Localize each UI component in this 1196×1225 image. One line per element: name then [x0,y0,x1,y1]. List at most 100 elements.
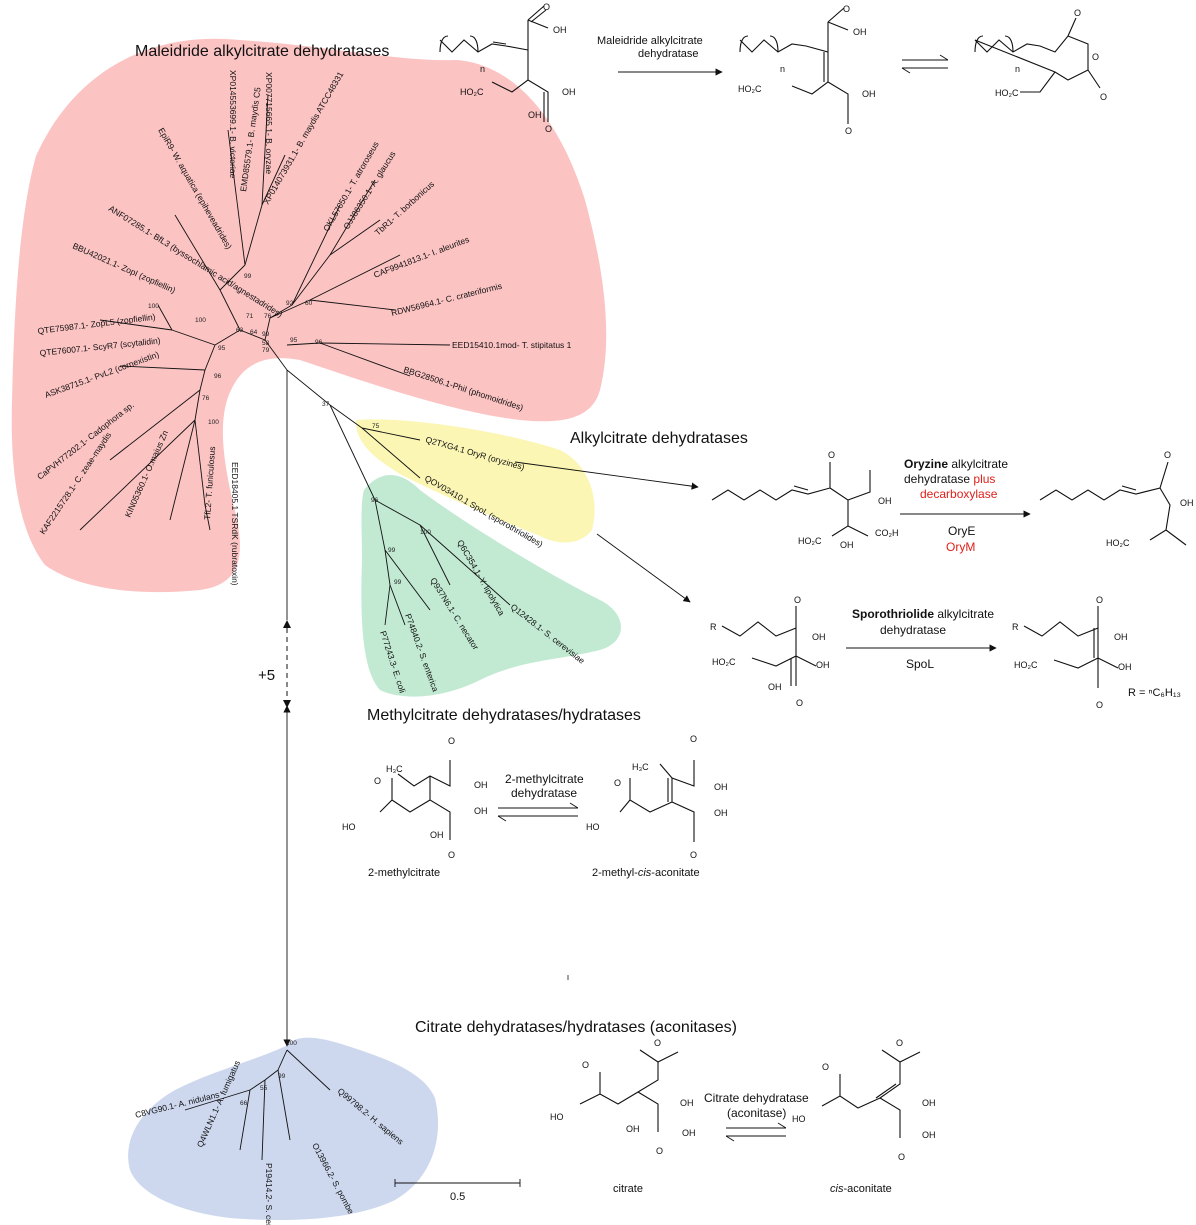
svg-text:OH: OH [1118,662,1132,672]
svg-text:OH: OH [474,806,488,816]
maleidride-reaction: n O OH HO₂C OH OH O Maleidride alkylcitr… [439,2,1107,136]
svg-text:O: O [545,124,552,134]
svg-text:OH: OH [714,782,728,792]
svg-text:OH: OH [562,87,576,97]
svg-text:O: O [448,850,455,860]
svg-text:O: O [1074,8,1081,18]
oryzine-enzyme-line2: dehydratase plus [904,472,995,486]
bootstrap-value: 99 [388,547,396,554]
svg-text:OH: OH [878,496,892,506]
bootstrap-value: 100 [208,419,219,426]
oryM-label: OryM [946,540,975,554]
svg-text:O: O [898,1152,905,1162]
bootstrap-value: 100 [148,303,159,310]
svg-text:O: O [656,1146,663,1156]
svg-text:O: O [614,778,621,788]
svg-text:OH: OH [682,1128,696,1138]
methyl-enzyme-line1: 2-methylcitrate [505,772,584,786]
bootstrap-value: 63 [236,327,244,334]
svg-text:HO₂C: HO₂C [460,87,484,97]
svg-text:O: O [828,450,835,460]
bootstrap-value: 96 [371,497,379,504]
two-methyl-cis-aconitate-label: 2-methyl-cis-aconitate [592,867,700,879]
svg-text:OH: OH [853,27,867,37]
oryzine-enzyme-line3: decarboxylase [920,487,998,501]
leaf-label: XP007715665.1- B. oryzae [264,72,274,174]
r-group-label: R = ⁿC₆H₁₃ [1128,687,1181,699]
bootstrap-value: 71 [246,313,254,320]
blue-clade-background [128,1037,439,1221]
svg-text:HO: HO [342,822,356,832]
svg-text:O: O [582,1060,589,1070]
bootstrap-value: 100 [286,1040,297,1047]
bootstrap-value: 99 [244,273,252,280]
bootstrap-value: 66 [240,1100,248,1107]
svg-text:OH: OH [812,632,826,642]
svg-text:O: O [822,1062,829,1072]
spoL-arrow [596,533,691,603]
methyl-enzyme-line2: dehydratase [511,786,577,800]
svg-text:n: n [780,64,785,74]
svg-text:OH: OH [553,25,567,35]
cis-aconitate-label: cis-aconitate [830,1183,892,1195]
svg-text:HO: HO [586,822,600,832]
svg-text:O: O [690,850,697,860]
section-title-alkylcitrate: Alkylcitrate dehydratases [570,430,748,447]
svg-text:OH: OH [1180,498,1194,508]
svg-text:OH: OH [714,808,728,818]
bootstrap-value: 64 [250,329,258,336]
svg-text:O: O [1096,595,1103,605]
svg-text:OH: OH [922,1098,936,1108]
bootstrap-value: 100 [420,529,431,536]
svg-text:O: O [845,126,852,136]
svg-text:OH: OH [430,830,444,840]
svg-text:HO₂C: HO₂C [712,657,736,667]
collapsed-branch-label: +5 [258,667,275,684]
section-title-maleidride: Maleidride alkylcitrate dehydratases [135,43,389,60]
maleidride-enzyme-line2: dehydratase [638,48,699,60]
bootstrap-value: 99 [262,331,270,338]
svg-text:OH: OH [922,1130,936,1140]
sporo-enzyme-line1: Sporothriolide alkylcitrate [852,607,994,621]
bootstrap-value: 76 [264,313,272,320]
svg-text:HO₂C: HO₂C [738,84,762,94]
svg-text:OH: OH [626,1124,640,1134]
svg-text:CO₂H: CO₂H [875,528,899,538]
svg-text:OH: OH [474,780,488,790]
bootstrap-value: 99 [278,1073,286,1080]
svg-text:O: O [543,2,550,12]
svg-text:OH: OH [528,110,542,120]
scale-bar-label: 0.5 [450,1191,465,1203]
oryzine-reaction: O OH HO₂C OH CO₂H Oryzine alkylcitrate d… [711,450,1194,554]
bootstrap-value: 92 [286,300,294,307]
bootstrap-value: 96 [315,339,323,346]
svg-text:O: O [796,698,803,708]
svg-text:R: R [710,622,717,632]
bootstrap-values: 100 100 99 71 63 64 99 95 76 92 60 95 96… [148,273,431,1107]
svg-text:O: O [843,4,850,14]
methylcitrate-reaction: H₃C O OH O HO OH OH O 2-methylcitrate 2-… [342,734,728,879]
oryE-label: OryE [948,524,975,538]
svg-text:HO: HO [550,1112,564,1122]
svg-text:OH: OH [816,660,830,670]
citrate-enzyme-line2: (aconitase) [727,1106,786,1120]
svg-text:O: O [654,1038,661,1048]
svg-text:HO₂C: HO₂C [1106,538,1130,548]
scale-bar: 0.5 [394,1179,521,1203]
bootstrap-value: 95 [290,337,298,344]
svg-text:O: O [374,776,381,786]
bootstrap-value: 55 [260,1085,268,1092]
bootstrap-value: 99 [394,579,402,586]
svg-text:n: n [1015,64,1020,74]
leaf-label: EED18405.1 TSRdK (rubratoxin) [230,462,240,586]
yellow-clade-background [355,419,595,543]
citrate-reaction: O OH O HO OH OH O citrate Citrate dehydr… [550,1038,936,1195]
leaf-label: XP014553699.1- B. victoriae [228,70,238,178]
svg-text:H₃C: H₃C [632,762,649,772]
red-clade-background [11,38,607,593]
svg-text:O: O [1092,52,1099,62]
svg-text:H₃C: H₃C [386,764,403,774]
citrate-enzyme-line1: Citrate dehydratase [704,1091,809,1105]
spoL-label: SpoL [906,657,934,671]
